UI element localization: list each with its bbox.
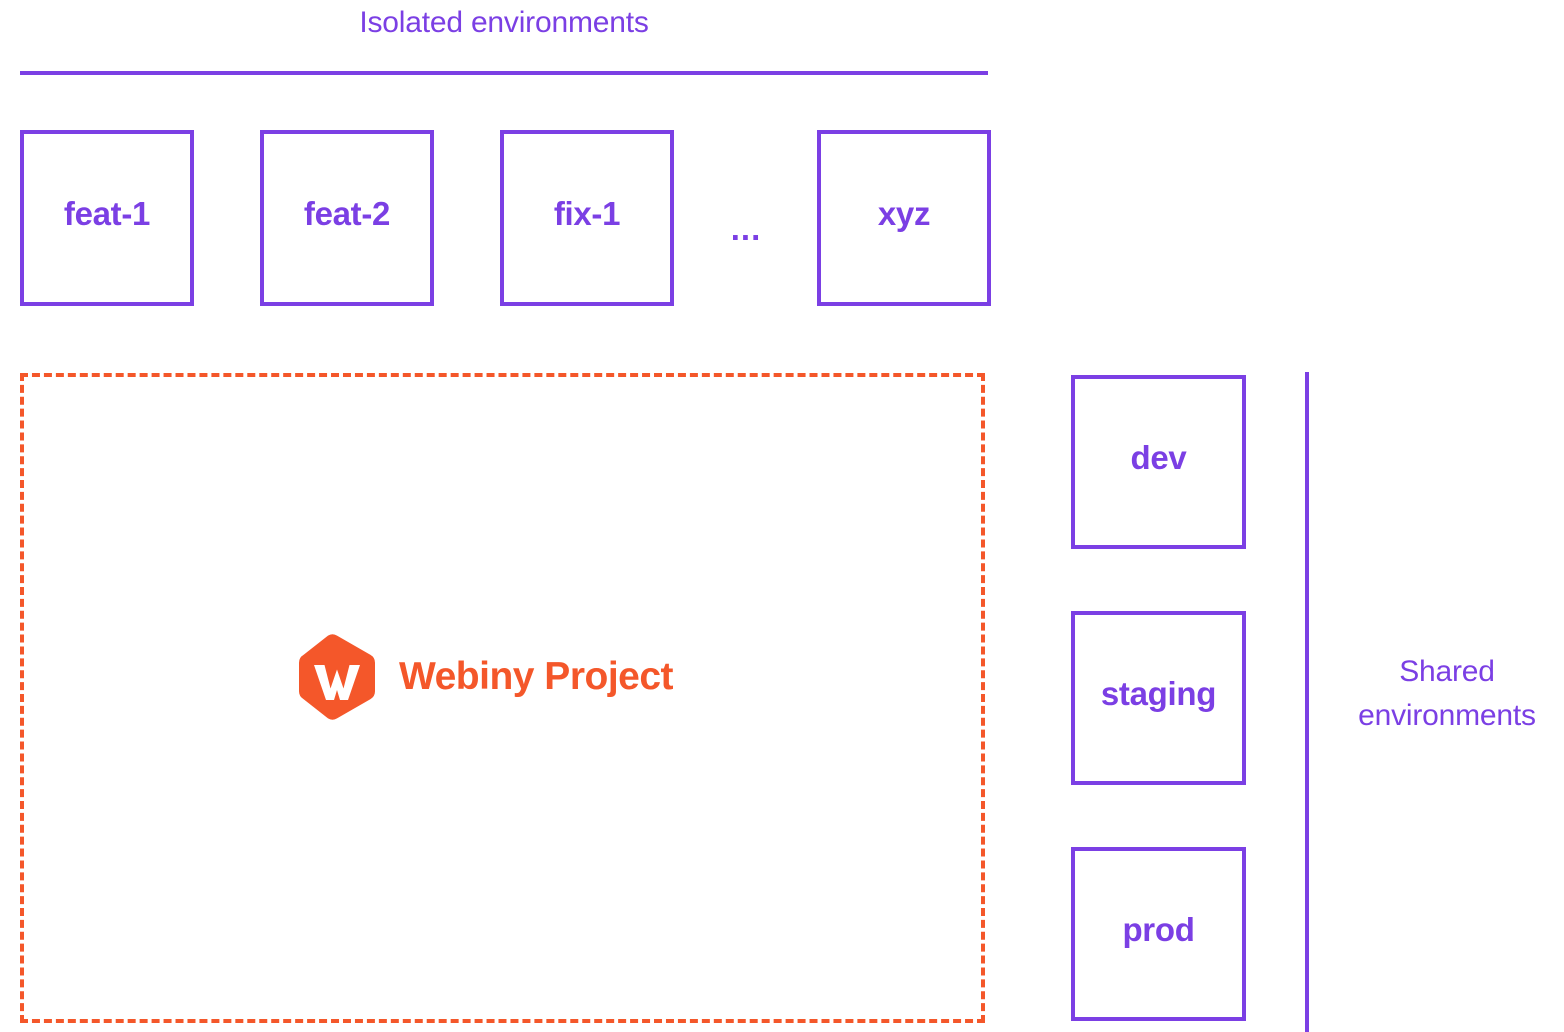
isolated-env-label: feat-2 [303,195,391,232]
shared-env-label: dev [1130,439,1187,476]
shared-environments-caption: Shared environments [1330,650,1564,738]
isolated-env-box-xyz: xyz [817,130,991,306]
isolated-env-box-feat-1: feat-1 [20,130,194,306]
shared-env-label: prod [1122,911,1195,948]
webiny-project-logo-lockup: Webiny Project [297,634,674,720]
isolated-env-label: feat-1 [63,195,151,232]
isolated-env-label: fix-1 [553,195,621,232]
isolated-env-ellipsis: ... [730,210,762,247]
shared-env-label: staging [1100,675,1217,712]
shared-env-box-prod: prod [1071,847,1246,1021]
isolated-env-box-feat-2: feat-2 [260,130,434,306]
webiny-project-container [20,373,985,1023]
isolated-env-label: xyz [877,195,931,232]
shared-environments-divider [1305,372,1309,1032]
webiny-hexagon-logo-icon [299,634,375,720]
shared-env-box-staging: staging [1071,611,1246,785]
shared-env-box-dev: dev [1071,375,1246,549]
isolated-environments-title: Isolated environments [359,6,649,39]
isolated-environments-divider [20,71,988,75]
shared-caption-line-1: Shared [1399,655,1495,688]
webiny-project-name: Webiny Project [399,655,674,698]
isolated-env-box-fix-1: fix-1 [500,130,674,306]
shared-caption-line-2: environments [1358,699,1536,732]
